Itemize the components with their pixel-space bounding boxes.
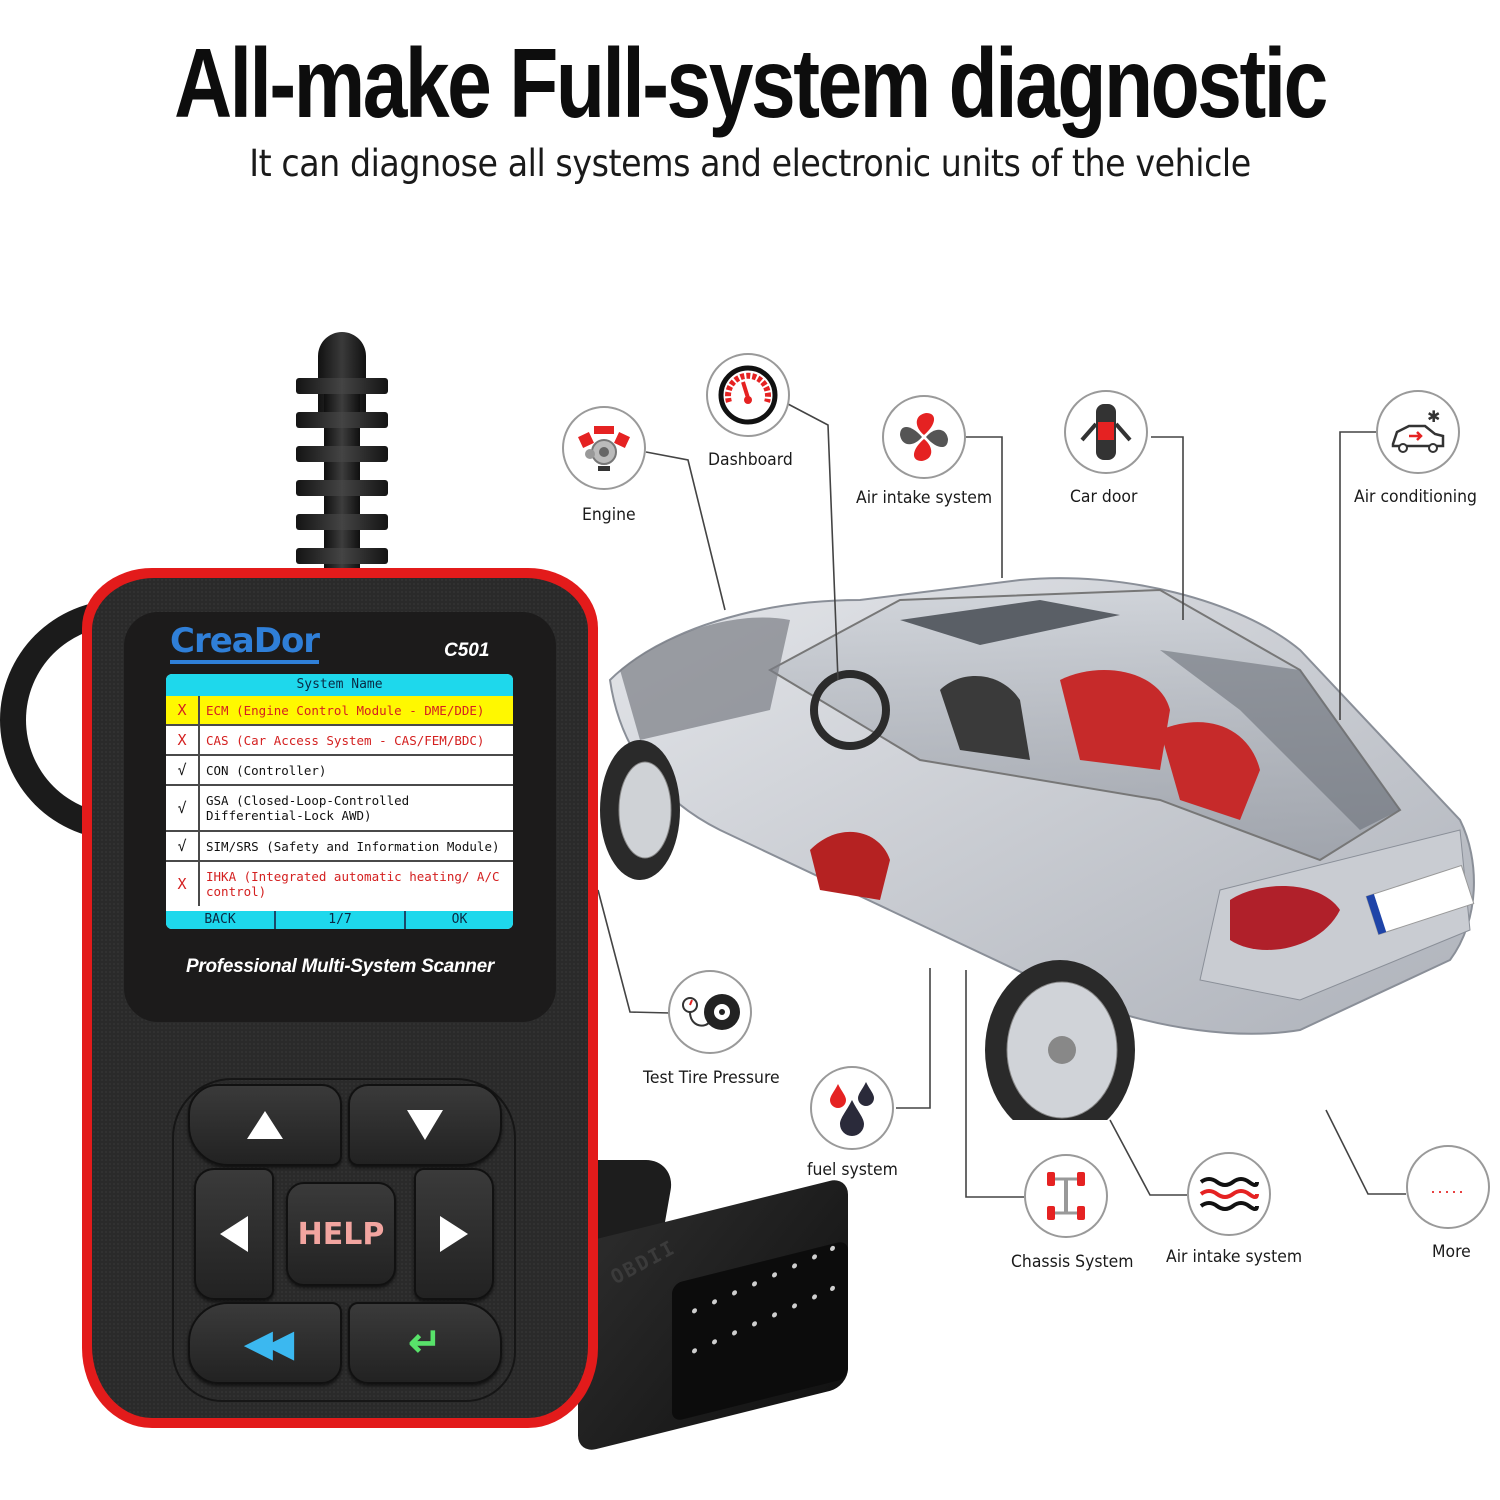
right-arrow-icon [440, 1216, 468, 1252]
system-name: GSA (Closed-Loop-Controlled Differential… [206, 793, 410, 823]
fan-icon [900, 413, 948, 461]
back-button[interactable]: ◀◀ [188, 1302, 342, 1384]
system-row[interactable]: √ SIM/SRS (Safety and Information Module… [166, 832, 513, 862]
tire-pressure-callout-icon [668, 970, 752, 1054]
system-row[interactable]: X IHKA (Integrated automatic heating/ A/… [166, 862, 513, 906]
status-mark: √ [166, 832, 200, 860]
system-name: ECM (Engine Control Module - DME/DDE) [206, 702, 485, 718]
airflow-waves-icon [1199, 1177, 1259, 1211]
status-mark: √ [166, 756, 200, 784]
device-tagline: Professional Multi-System Scanner [186, 956, 494, 977]
car-door-label: Car door [1070, 487, 1138, 507]
left-arrow-icon [220, 1216, 248, 1252]
device-screen: System Name X ECM (Engine Control Module… [166, 674, 513, 929]
engine-icon [578, 426, 630, 471]
rewind-icon: ◀◀ [243, 1322, 295, 1365]
right-button[interactable] [414, 1168, 494, 1300]
system-name: SIM/SRS (Safety and Information Module) [206, 838, 500, 854]
help-button[interactable]: HELP [286, 1182, 396, 1286]
headline-subtitle: It can diagnose all systems and electron… [249, 142, 1251, 185]
system-row[interactable]: √ CON (Controller) [166, 756, 513, 786]
model-number: C501 [444, 640, 490, 661]
air-intake-top-label: Air intake system [856, 488, 993, 508]
status-mark: X [166, 696, 200, 724]
air-conditioning-label: Air conditioning [1354, 487, 1477, 507]
fuel-drops-icon [830, 1082, 874, 1136]
air-intake-bottom-callout-icon [1187, 1152, 1271, 1236]
status-mark: √ [166, 786, 200, 830]
fuel-label: fuel system [807, 1160, 898, 1180]
brand-logo: CreaDor [170, 622, 320, 664]
speedometer-icon [718, 365, 778, 425]
back-softkey[interactable]: BACK [166, 911, 276, 929]
air-intake-bottom-label: Air intake system [1166, 1247, 1303, 1267]
down-button[interactable] [348, 1084, 502, 1166]
svg-text:✱: ✱ [1427, 407, 1440, 426]
system-name: IHKA (Integrated automatic heating/ A/C … [206, 869, 500, 899]
air-intake-top-callout-icon [882, 395, 966, 479]
more-callout-icon: ..... [1406, 1145, 1490, 1229]
car-door-callout-icon [1064, 390, 1148, 474]
cable-strain-relief [296, 378, 388, 568]
chassis-label: Chassis System [1011, 1252, 1134, 1272]
tire-pressure-icon [682, 994, 740, 1030]
fuel-callout-icon [810, 1066, 894, 1150]
system-name: CAS (Car Access System - CAS/FEM/BDC) [206, 732, 485, 748]
enter-button[interactable]: ↵ [348, 1302, 502, 1384]
status-mark: X [166, 862, 200, 906]
system-row[interactable]: √ GSA (Closed-Loop-Controlled Differenti… [166, 786, 513, 832]
engine-label: Engine [582, 505, 636, 525]
air-conditioning-icon: ✱ [1391, 407, 1445, 453]
dashboard-label: Dashboard [708, 450, 793, 470]
down-arrow-icon [407, 1110, 443, 1140]
up-button[interactable] [188, 1084, 342, 1166]
dashboard-callout-icon [706, 353, 790, 437]
car-cutaway-illustration [600, 577, 1475, 1120]
more-label: More [1432, 1242, 1471, 1262]
left-button[interactable] [194, 1168, 274, 1300]
chassis-callout-icon [1024, 1154, 1108, 1238]
keypad [172, 1078, 516, 1402]
ok-softkey[interactable]: OK [451, 912, 468, 927]
system-row[interactable]: X CAS (Car Access System - CAS/FEM/BDC) [166, 726, 513, 756]
chassis-icon [1047, 1172, 1085, 1220]
system-name: CON (Controller) [206, 762, 327, 778]
enter-icon: ↵ [408, 1321, 442, 1365]
page-indicator: 1/7 [276, 911, 406, 929]
up-arrow-icon [247, 1111, 283, 1139]
system-row[interactable]: X ECM (Engine Control Module - DME/DDE) [166, 696, 513, 726]
tire-pressure-label: Test Tire Pressure [643, 1068, 780, 1088]
screen-header: System Name [166, 674, 513, 696]
screen-footer: BACK 1/7 OK [166, 911, 513, 929]
engine-callout-icon [562, 406, 646, 490]
air-conditioning-callout-icon: ✱ [1376, 390, 1460, 474]
status-mark: X [166, 726, 200, 754]
ellipsis-icon: ..... [1430, 1176, 1466, 1197]
headline-title: All-make Full-system diagnostic [174, 28, 1328, 138]
car-door-icon [1080, 404, 1132, 460]
